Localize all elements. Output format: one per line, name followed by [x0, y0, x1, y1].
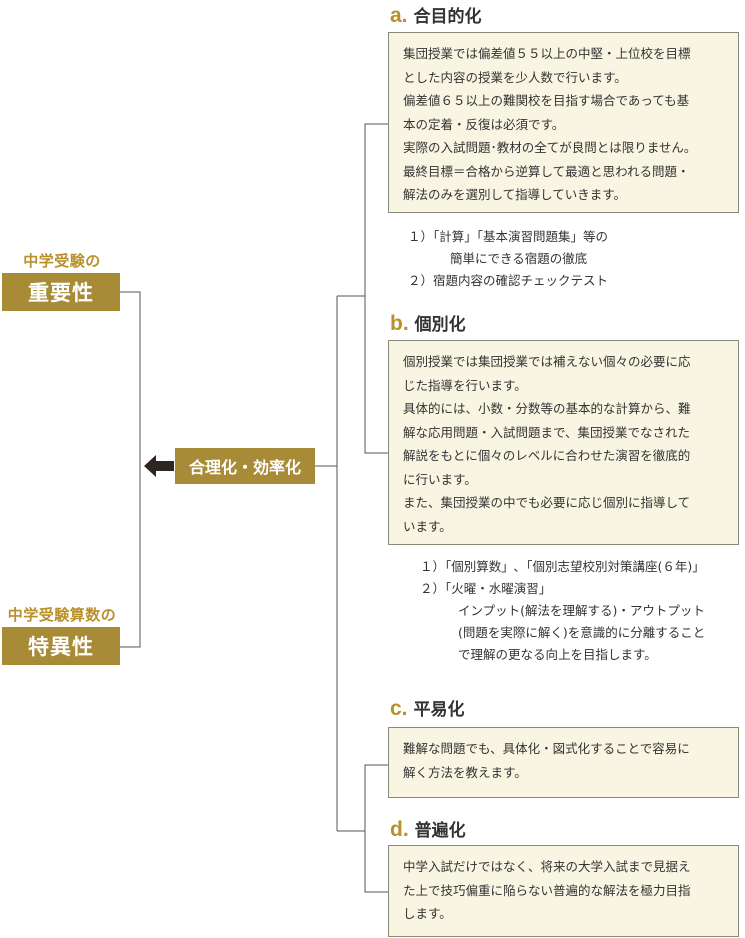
section-c-heading: c. 平易化: [390, 695, 465, 721]
box-line: 解な応用問題・入試問題まで、集団授業でなされた: [403, 424, 691, 440]
section-b-box: 個別授業では集団授業では補えない個々の必要に応 じた指導を行います。 具体的には…: [388, 340, 739, 545]
box-line: また、集団授業の中でも必要に応じ個別に指導して: [403, 495, 691, 510]
box-line: 本の定着・反復は必須です。: [403, 116, 565, 132]
specificity-label: 特異性: [2, 627, 120, 665]
box-line: 実際の入試問題･教材の全てが良問とは限りません。: [403, 140, 697, 155]
section-a-box: 集団授業では偏差値５５以上の中堅・上位校を目標 とした内容の授業を少人数で行いま…: [388, 32, 739, 213]
list-item: １）「計算」「基本演習問題集」等の: [408, 229, 609, 244]
section-d-letter: d.: [390, 818, 409, 841]
box-line: 最終目標＝合格から逆算して最適と思われる問題・: [403, 163, 690, 179]
importance-label: 重要性: [2, 273, 120, 311]
left-bracket-line: [120, 291, 141, 648]
box-line: 解法のみを選別して指導していきます。: [403, 187, 627, 202]
box-line: とした内容の授業を少人数で行います。: [403, 69, 627, 85]
section-b-title: 個別化: [414, 315, 466, 335]
section-d-title: 普遍化: [414, 821, 466, 841]
importance-caption: 中学受験の: [23, 252, 101, 270]
section-a-heading: a. 合目的化: [390, 2, 482, 28]
section-d-box: 中学入試だけではなく、将来の大学入試まで見据え た上で技巧偏重に陥らない普遍的な…: [388, 845, 739, 937]
section-b-letter: b.: [390, 312, 409, 335]
section-d-heading: d. 普遍化: [390, 816, 466, 842]
list-item: で理解の更なる向上を目指します。: [458, 647, 657, 662]
lower-bracket-line: [364, 764, 388, 893]
section-c-box: 難解な問題でも、具体化・図式化することで容易に 解く方法を教えます。: [388, 727, 739, 798]
left-arrow-icon: [144, 455, 174, 477]
box-line: じた指導を行います。: [403, 377, 527, 393]
list-item: インプット(解法を理解する)・アウトプット: [458, 603, 705, 618]
section-b-list: １）「個別算数」､「個別志望校別対策講座(６年)」 ２）「火曜・水曜演習」 イン…: [420, 556, 705, 666]
section-b-heading: b. 個別化: [390, 310, 466, 336]
box-line: 解く方法を教えます。: [403, 764, 527, 780]
box-line: 中学入試だけではなく、将来の大学入試まで見据え: [403, 859, 691, 874]
list-item: 簡単にできる宿題の徹底: [450, 251, 588, 266]
section-a-list: １）「計算」「基本演習問題集」等の 簡単にできる宿題の徹底 ２）宿題内容の確認チ…: [408, 226, 608, 292]
center-label: 合理化・効率化: [175, 448, 315, 484]
section-a-letter: a.: [390, 4, 408, 27]
box-line: 個別授業では集団授業では補えない個々の必要に応: [403, 354, 691, 369]
section-a-title: 合目的化: [413, 7, 482, 27]
box-line: に行います。: [403, 471, 477, 487]
box-line: します。: [403, 906, 452, 921]
box-line: 解説をもとに個々のレベルに合わせた演習を徹底的: [403, 448, 691, 463]
box-line: 具体的には、小数・分数等の基本的な計算から、難: [403, 401, 691, 416]
box-line: 難解な問題でも、具体化・図式化することで容易に: [403, 741, 690, 756]
list-item: ２）「火曜・水曜演習」: [420, 581, 552, 596]
box-line: 偏差値６５以上の難関校を目指す場合であっても基: [403, 93, 690, 108]
section-c-title: 平易化: [413, 700, 465, 720]
box-line: います。: [403, 518, 452, 534]
specificity-caption: 中学受験算数の: [7, 606, 117, 624]
upper-bracket-line: [364, 123, 388, 454]
list-item: (問題を実際に解く)を意識的に分離すること: [458, 625, 706, 640]
list-item: ２）宿題内容の確認チェックテスト: [408, 273, 609, 288]
box-line: 集団授業では偏差値５５以上の中堅・上位校を目標: [403, 46, 691, 61]
box-line: た上で技巧偏重に陥らない普遍的な解法を極力目指: [403, 882, 691, 898]
section-c-letter: c.: [390, 697, 408, 720]
list-item: １）「個別算数」､「個別志望校別対策講座(６年)」: [420, 559, 705, 574]
